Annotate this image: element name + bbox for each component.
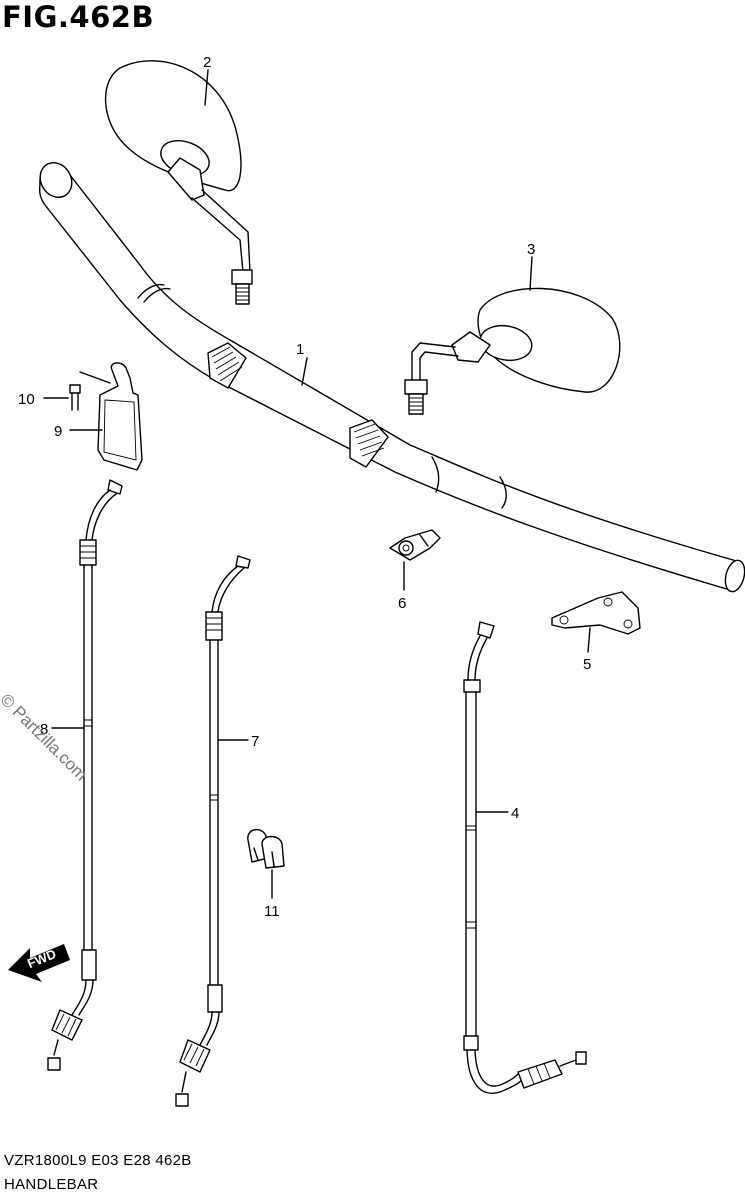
callout-6[interactable]: 6 — [398, 595, 406, 612]
mirror-left-part[interactable] — [104, 60, 253, 305]
fwd-arrow-icon: FWD — [8, 944, 70, 982]
tag-plate-part[interactable] — [79, 362, 143, 471]
callout-7[interactable]: 7 — [251, 733, 259, 750]
leader-line-1 — [301, 357, 308, 386]
figure-title: FIG.462B — [2, 0, 155, 34]
callout-5[interactable]: 5 — [583, 656, 591, 673]
callout-2[interactable]: 2 — [203, 54, 211, 71]
throttle-cable-pull-part[interactable] — [47, 479, 123, 1071]
leader-line-5 — [587, 627, 591, 653]
callout-8[interactable]: 8 — [40, 721, 48, 738]
clutch-cable-part[interactable] — [463, 621, 587, 1094]
callout-4[interactable]: 4 — [511, 805, 519, 822]
callout-3[interactable]: 3 — [527, 241, 535, 258]
callout-11[interactable]: 11 — [264, 903, 280, 920]
throttle-cable-return-part[interactable] — [175, 555, 251, 1107]
cable-clamp-part[interactable] — [247, 829, 285, 869]
bracket-part[interactable] — [551, 591, 641, 635]
mirror-right-part[interactable] — [404, 287, 621, 415]
callout-10[interactable]: 10 — [18, 391, 35, 408]
model-code: VZR1800L9 E03 E28 462B — [4, 1152, 192, 1169]
clamp-part[interactable] — [389, 529, 441, 561]
screw-part[interactable] — [69, 384, 81, 411]
leader-line-3 — [529, 256, 533, 291]
handlebar-part[interactable] — [34, 157, 745, 594]
callout-9[interactable]: 9 — [54, 423, 62, 440]
section-name: HANDLEBAR — [4, 1176, 99, 1193]
callout-1[interactable]: 1 — [296, 341, 304, 358]
leader-line-2 — [204, 69, 209, 106]
